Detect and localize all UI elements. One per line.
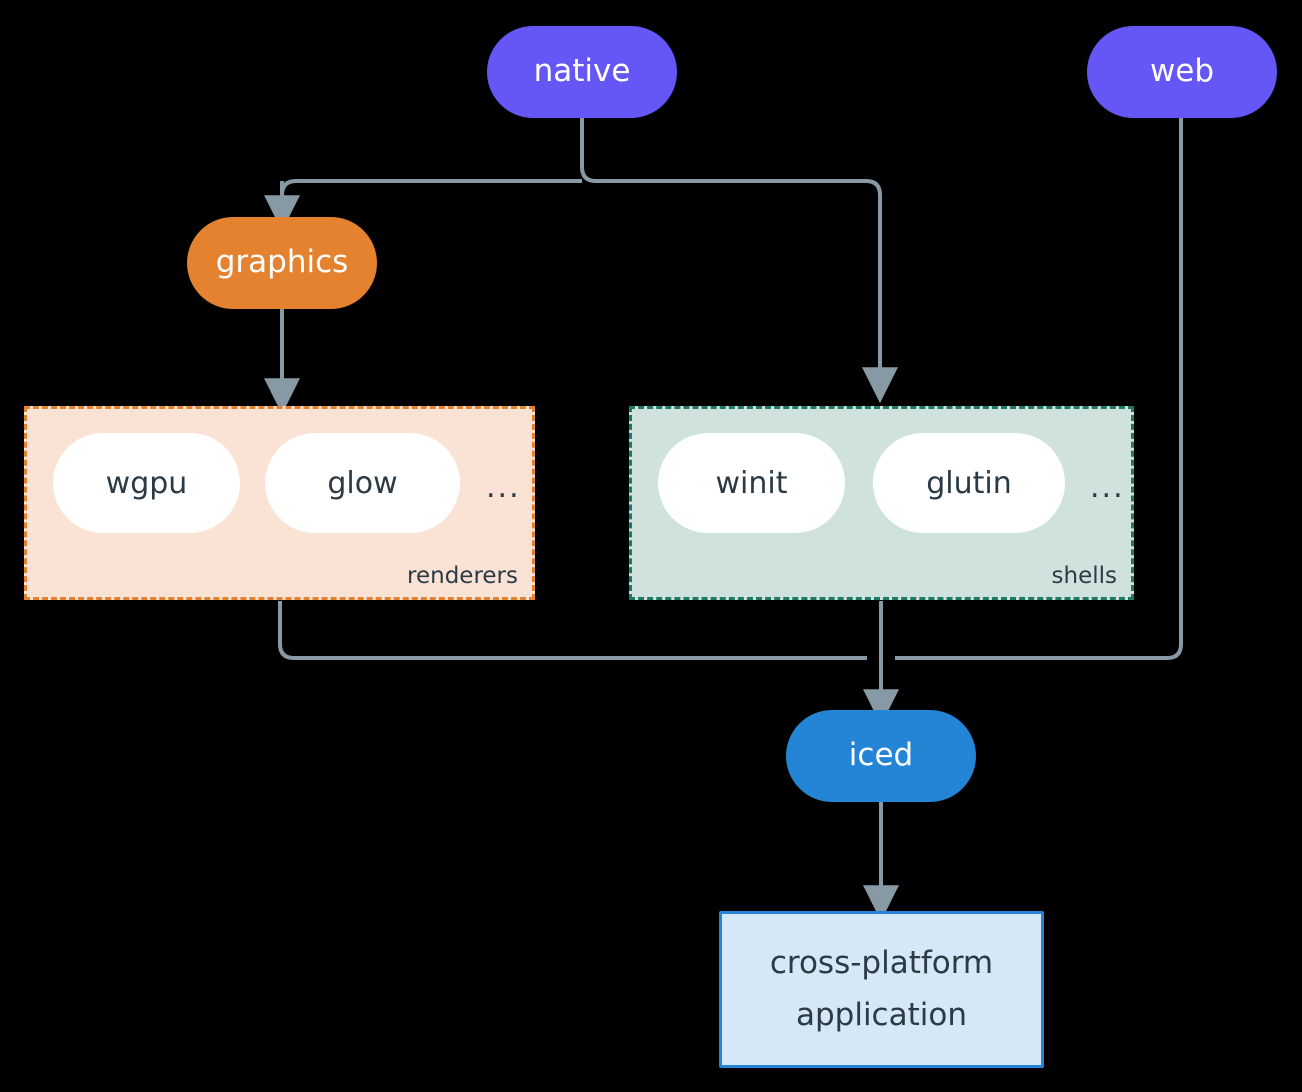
node-web-label: web (1149, 53, 1215, 90)
renderers-overflow-ellipsis: ... (486, 470, 521, 505)
group-renderers: wgpu glow ... renderers (24, 406, 535, 600)
node-iced[interactable]: iced (786, 710, 976, 802)
node-application-label: cross-platform application (769, 945, 994, 1033)
node-graphics[interactable]: graphics (187, 217, 377, 309)
node-native[interactable]: native (487, 26, 677, 118)
shells-overflow-ellipsis: ... (1090, 470, 1125, 505)
group-shells-label: shells (1051, 563, 1117, 589)
group-shells: winit glutin ... shells (629, 406, 1134, 600)
node-iced-label: iced (848, 737, 914, 774)
node-cross-platform-application[interactable]: cross-platform application (719, 911, 1044, 1068)
node-web[interactable]: web (1087, 26, 1277, 118)
chip-wgpu-label: wgpu (105, 465, 188, 501)
chip-winit[interactable]: winit (658, 433, 845, 533)
edge-web-to-iced (895, 118, 1183, 660)
chip-winit-label: winit (715, 465, 788, 501)
chip-glutin[interactable]: glutin (873, 433, 1065, 533)
node-native-label: native (533, 53, 631, 90)
chip-glow[interactable]: glow (265, 433, 460, 533)
edge-renderers-to-iced (278, 601, 867, 660)
edge-native-trunk (580, 118, 898, 404)
group-renderers-label: renderers (407, 563, 518, 589)
chip-wgpu[interactable]: wgpu (53, 433, 240, 533)
node-graphics-label: graphics (215, 244, 349, 281)
chip-glutin-label: glutin (926, 465, 1012, 501)
edge-native-to-graphics (280, 178, 583, 197)
chip-glow-label: glow (327, 465, 398, 501)
